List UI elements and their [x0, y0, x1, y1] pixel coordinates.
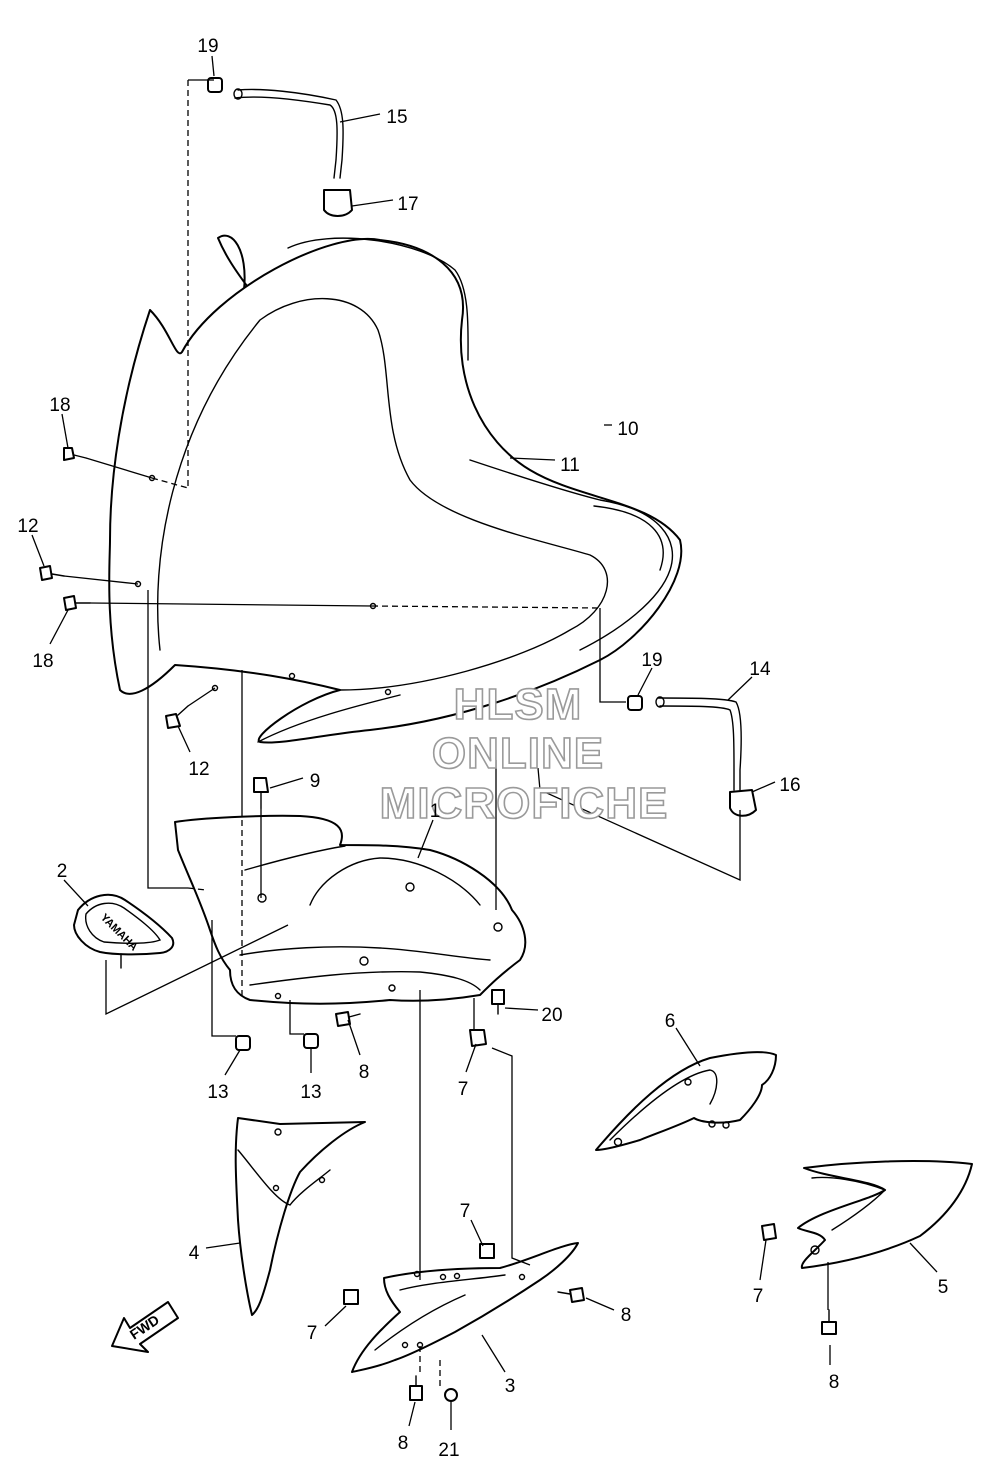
callout-label-8: 8: [398, 1433, 409, 1454]
callout-leader-5: [909, 1242, 938, 1273]
callout-label-1: 1: [430, 801, 441, 822]
side-panel: [351, 1242, 579, 1373]
callout-leader-8: [408, 1401, 416, 1427]
callout-label-16: 16: [779, 775, 800, 796]
callout-label-9: 9: [310, 771, 321, 792]
callout-leader-8: [347, 1019, 361, 1056]
hardware: [39, 77, 837, 1402]
watermark-line-2: ONLINE: [432, 729, 604, 778]
callout-label-14: 14: [749, 659, 771, 680]
assembly-lines: [63, 79, 829, 1390]
callout-leader-7: [759, 1239, 767, 1281]
callout-label-17: 17: [397, 194, 418, 215]
callout-label-3: 3: [505, 1376, 516, 1397]
callout-leader-17: [351, 199, 394, 207]
callout-label-15: 15: [386, 107, 407, 128]
callout-leader-7: [324, 1305, 347, 1327]
callout-label-13: 13: [207, 1082, 228, 1103]
callout-leader-7: [465, 1043, 477, 1073]
callout-leader-18: [49, 609, 69, 645]
callout-leader-12: [177, 725, 191, 753]
callout-leader-12: [31, 534, 45, 567]
callout-leader-11: [509, 457, 556, 461]
callout-label-20: 20: [541, 1005, 562, 1026]
callout-leader-19: [637, 667, 653, 696]
side-cover: [797, 1160, 973, 1269]
callout-label-7: 7: [307, 1323, 318, 1344]
callout-leader-20: [504, 1007, 539, 1011]
callout-label-4: 4: [189, 1243, 200, 1264]
callout-label-19: 19: [197, 36, 218, 57]
callout-leader-8: [585, 1297, 615, 1311]
callout-label-12: 12: [17, 516, 38, 537]
callout-label-18: 18: [32, 651, 53, 672]
callout-leader-1: [417, 819, 434, 859]
yamaha-emblem: YAMAHA: [73, 893, 175, 969]
callout-label-5: 5: [938, 1277, 949, 1298]
upper-cowling: [174, 814, 527, 1005]
callout-leader-19: [211, 55, 215, 77]
inner-panel: [234, 1117, 366, 1316]
callout-leader-15: [339, 113, 381, 123]
callout-label-7: 7: [458, 1079, 469, 1100]
callout-leader-7: [470, 1219, 484, 1247]
forward-arrow: FWD: [111, 1301, 179, 1353]
callout-leader-16: [751, 781, 776, 793]
callout-label-21: 21: [438, 1440, 459, 1461]
callout-leader-6: [675, 1027, 701, 1067]
duct-cover: [595, 1051, 777, 1151]
callout-label-7: 7: [753, 1286, 764, 1307]
callout-leader-9: [269, 777, 304, 789]
callout-leader-13: [224, 1049, 241, 1076]
watermark-line-1: HLSM: [454, 680, 583, 729]
callout-label-7: 7: [460, 1201, 471, 1222]
callout-label-19: 19: [641, 650, 662, 671]
callout-label-8: 8: [621, 1305, 632, 1326]
callout-label-13: 13: [300, 1082, 321, 1103]
callout-label-6: 6: [665, 1011, 676, 1032]
callout-leader-4: [205, 1242, 241, 1249]
callout-label-2: 2: [57, 861, 68, 882]
callout-leader-14: [727, 676, 753, 701]
watermark: HLSM ONLINE MICROFICHE: [379, 679, 669, 829]
callout-label-12: 12: [188, 759, 209, 780]
callout-leader-18: [61, 413, 69, 449]
windscreen: [108, 234, 683, 744]
watermark-line-3: MICROFICHE: [380, 779, 669, 828]
callout-leader-2: [63, 879, 89, 907]
callout-label-10: 10: [617, 419, 638, 440]
callout-label-8: 8: [359, 1062, 370, 1083]
callout-label-8: 8: [829, 1372, 840, 1393]
callout-label-18: 18: [49, 395, 70, 416]
callout-label-11: 11: [560, 455, 580, 476]
callout-leader-3: [481, 1334, 506, 1373]
